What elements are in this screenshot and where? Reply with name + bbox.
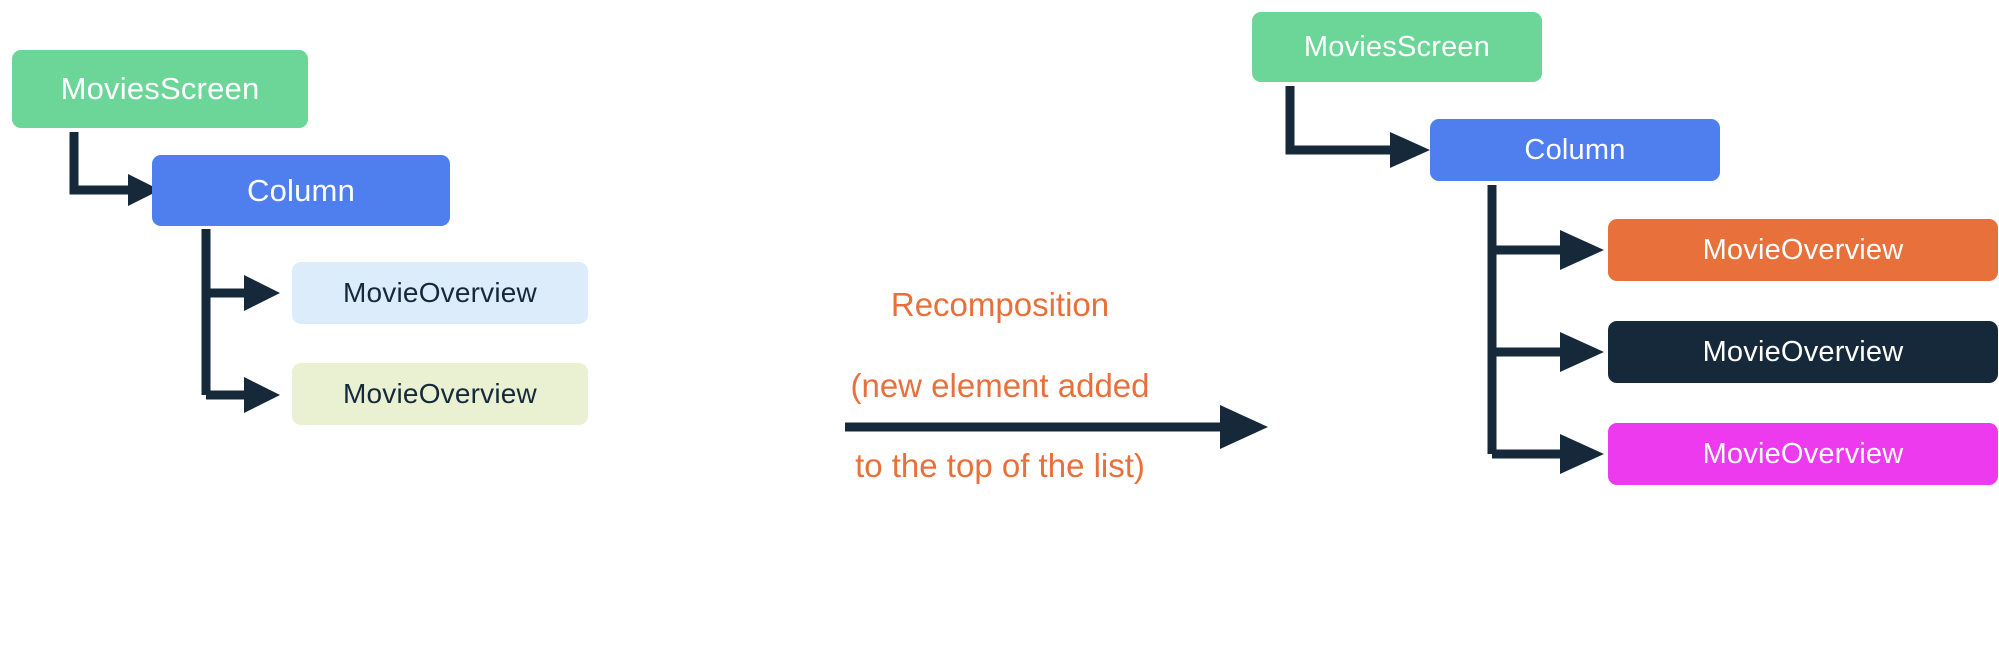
node-after-movieoverview-3[interactable]: MovieOverview: [1608, 423, 1998, 485]
node-label: MovieOverview: [1702, 233, 1904, 266]
arrowhead-after-column-to-movieoverview-1: [1560, 230, 1604, 270]
node-label: Column: [246, 172, 356, 208]
node-label: Column: [1524, 133, 1626, 166]
edge-moviesscreen-to-column: [69, 132, 128, 195]
arrowhead-after-moviesscreen-to-column: [1390, 132, 1430, 168]
arrowhead-after-column-to-movieoverview-3: [1560, 434, 1604, 474]
transition-label-line-2: (new element added: [850, 366, 1150, 404]
arrowhead-column-to-movieoverview-1: [244, 275, 280, 311]
node-after-movieoverview-2[interactable]: MovieOverview: [1608, 321, 1998, 383]
node-label: MoviesScreen: [1303, 30, 1491, 63]
node-before-moviesscreen[interactable]: MoviesScreen: [12, 50, 308, 128]
node-after-movieoverview-1[interactable]: MovieOverview: [1608, 219, 1998, 281]
node-before-column[interactable]: Column: [152, 155, 450, 226]
node-label: MovieOverview: [343, 277, 537, 308]
node-after-column[interactable]: Column: [1430, 119, 1720, 181]
node-label: MovieOverview: [1702, 437, 1904, 470]
node-before-movieoverview-2[interactable]: MovieOverview: [292, 363, 588, 425]
edge-after-moviesscreen-to-column: [1285, 86, 1390, 155]
arrowhead-after-column-to-movieoverview-2: [1560, 332, 1604, 372]
transition-label-line-1: Recomposition: [890, 286, 1110, 324]
node-label: MovieOverview: [1702, 335, 1904, 368]
node-label: MoviesScreen: [60, 71, 260, 106]
node-label: MovieOverview: [343, 378, 537, 409]
node-before-movieoverview-1[interactable]: MovieOverview: [292, 262, 588, 324]
transition-arrow-head: [1220, 405, 1268, 449]
transition-label: Recomposition (new element added to the …: [820, 245, 1180, 527]
node-after-moviesscreen[interactable]: MoviesScreen: [1252, 12, 1542, 82]
transition-label-line-3: to the top of the list): [855, 447, 1145, 485]
arrowhead-column-to-movieoverview-2: [244, 377, 280, 413]
